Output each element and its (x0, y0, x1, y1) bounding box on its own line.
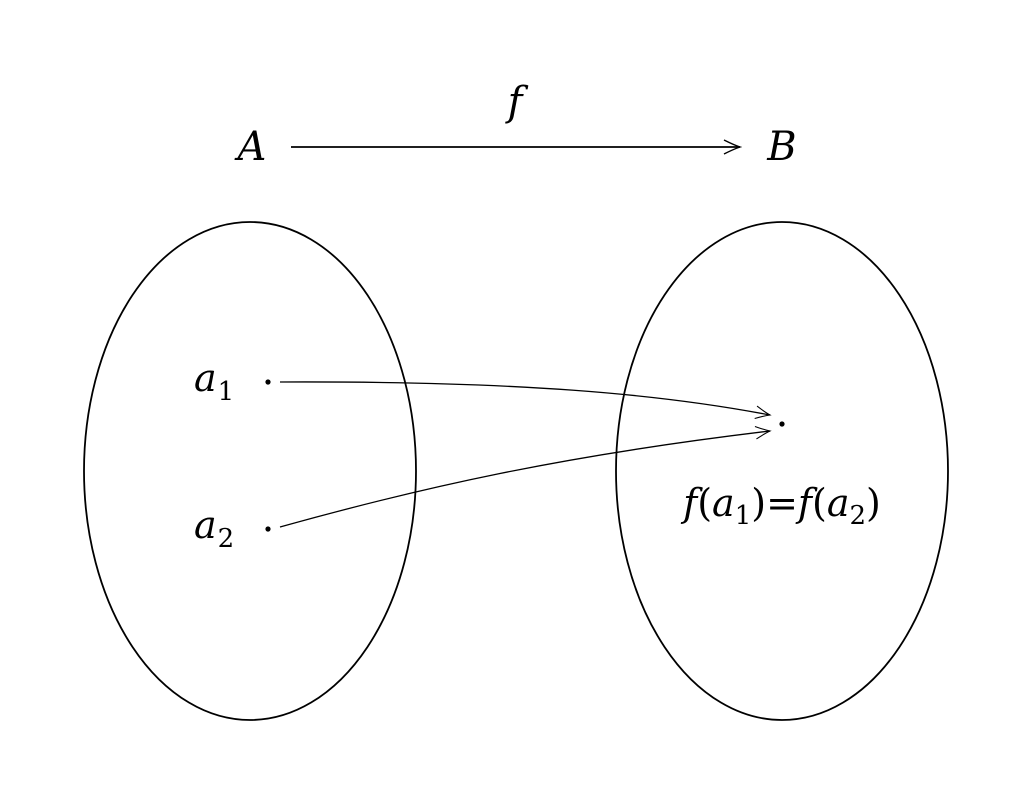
element-a2-label: a2 (194, 503, 234, 554)
element-a2-point (265, 526, 271, 532)
set-a-label: A (234, 124, 267, 170)
mapping-arrow-a2 (279, 425, 772, 528)
mapping-arrow-a1 (279, 381, 772, 420)
image-point (779, 421, 785, 427)
element-a1-point (265, 379, 271, 385)
set-a-ellipse (83, 221, 417, 721)
function-label: f (505, 79, 529, 125)
set-b-label: B (766, 124, 796, 170)
set-b-ellipse (615, 221, 949, 721)
image-equation: f(a1)=f(a2) (680, 481, 881, 531)
element-a1-label: a1 (194, 356, 234, 407)
